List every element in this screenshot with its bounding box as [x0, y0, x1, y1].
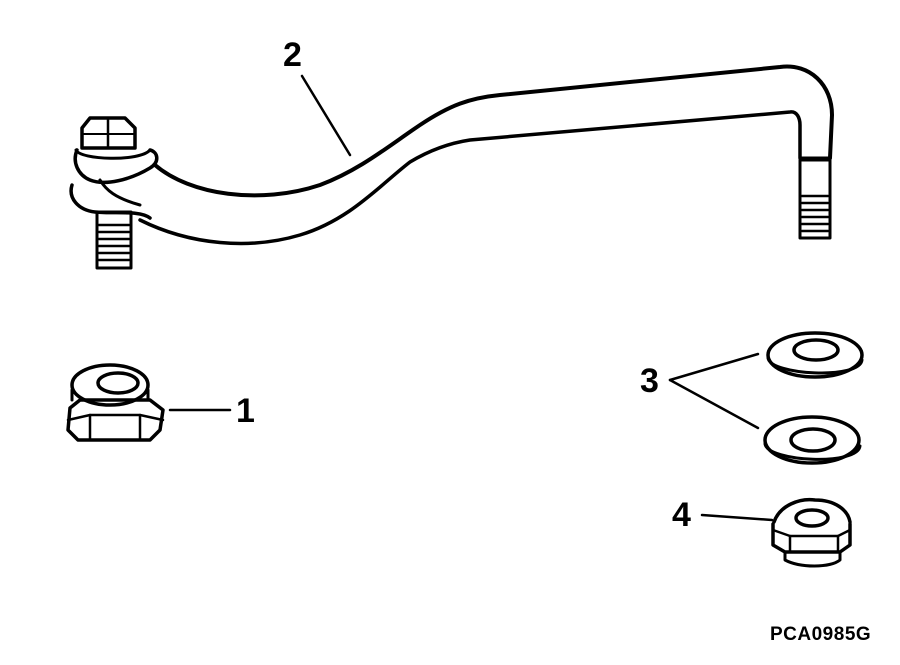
callout-1: 1 — [236, 392, 255, 430]
lock-nut-part-1 — [66, 363, 165, 442]
figure-id-label: PCA0985G — [770, 624, 872, 645]
callout-2: 2 — [283, 36, 302, 74]
callout-4: 4 — [672, 496, 691, 534]
callout-3: 3 — [640, 362, 659, 400]
washer-part-3-lower — [763, 415, 862, 465]
leader-line-4 — [700, 513, 774, 522]
washer-part-3-upper — [766, 331, 864, 379]
rod-part — [69, 64, 834, 270]
leader-line-3b — [668, 378, 760, 430]
lock-nut-part-4 — [771, 497, 852, 568]
leader-line-2 — [300, 74, 352, 157]
leader-line-3a — [668, 352, 760, 382]
